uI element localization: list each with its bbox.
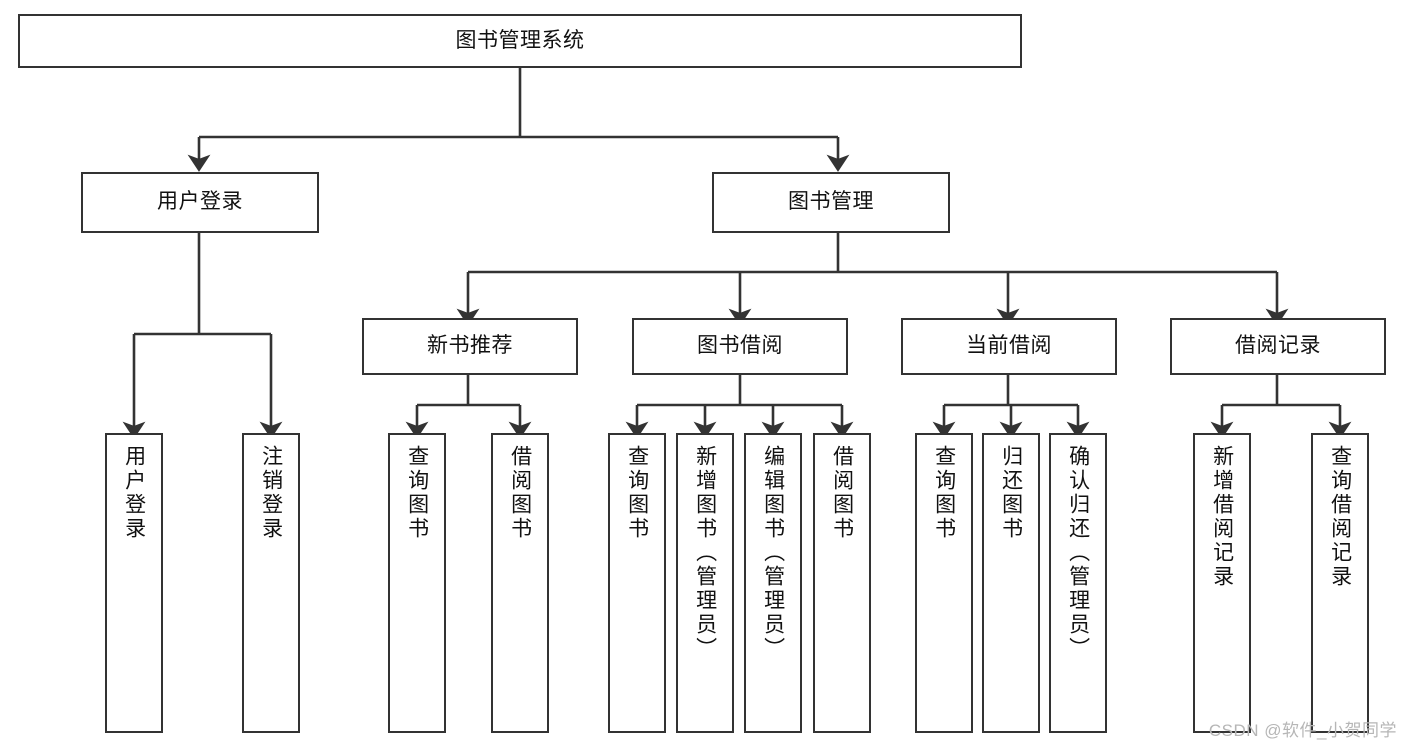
node-leaf-return-book[interactable]: 归还图书 [982,433,1040,733]
node-label: 查询借阅记录 [1328,445,1352,589]
node-new-book-recommend[interactable]: 新书推荐 [362,318,578,375]
node-leaf-borrow-book-2[interactable]: 借阅图书 [813,433,871,733]
node-label: 查询图书 [405,445,429,541]
node-leaf-edit-book[interactable]: 编辑图书（管理员） [744,433,802,733]
node-book-manage[interactable]: 图书管理 [712,172,950,233]
node-leaf-borrow-book-1[interactable]: 借阅图书 [491,433,549,733]
node-leaf-query-book-1[interactable]: 查询图书 [388,433,446,733]
node-leaf-query-record[interactable]: 查询借阅记录 [1311,433,1369,733]
node-label: 编辑图书（管理员） [761,445,785,661]
node-leaf-add-book[interactable]: 新增图书（管理员） [676,433,734,733]
node-book-borrow[interactable]: 图书借阅 [632,318,848,375]
node-label: 借阅图书 [830,445,854,541]
node-label: 借阅记录 [1235,334,1321,358]
node-user-login[interactable]: 用户登录 [81,172,319,233]
node-label: 归还图书 [999,445,1023,541]
node-label: 查询图书 [625,445,649,541]
node-label: 新增借阅记录 [1210,445,1234,589]
node-borrow-record[interactable]: 借阅记录 [1170,318,1386,375]
node-leaf-query-book-3[interactable]: 查询图书 [915,433,973,733]
node-label: 新书推荐 [427,334,513,358]
node-label: 当前借阅 [966,334,1052,358]
watermark-credit: CSDN @软件_小贺同学 [1208,721,1397,740]
node-leaf-logout[interactable]: 注销登录 [242,433,300,733]
node-current-borrow[interactable]: 当前借阅 [901,318,1117,375]
node-label: 图书管理 [788,190,874,214]
node-label: 确认归还（管理员） [1066,445,1090,661]
node-leaf-query-book-2[interactable]: 查询图书 [608,433,666,733]
node-label: 图书借阅 [697,334,783,358]
node-label: 注销登录 [259,445,283,541]
node-label: 用户登录 [157,190,243,214]
node-root-system[interactable]: 图书管理系统 [18,14,1022,68]
node-label: 新增图书（管理员） [693,445,717,661]
node-leaf-user-login[interactable]: 用户登录 [105,433,163,733]
node-leaf-confirm-return[interactable]: 确认归还（管理员） [1049,433,1107,733]
node-leaf-add-record[interactable]: 新增借阅记录 [1193,433,1251,733]
node-label: 查询图书 [932,445,956,541]
node-label: 用户登录 [122,445,146,541]
node-label: 借阅图书 [508,445,532,541]
node-label: 图书管理系统 [455,28,585,52]
